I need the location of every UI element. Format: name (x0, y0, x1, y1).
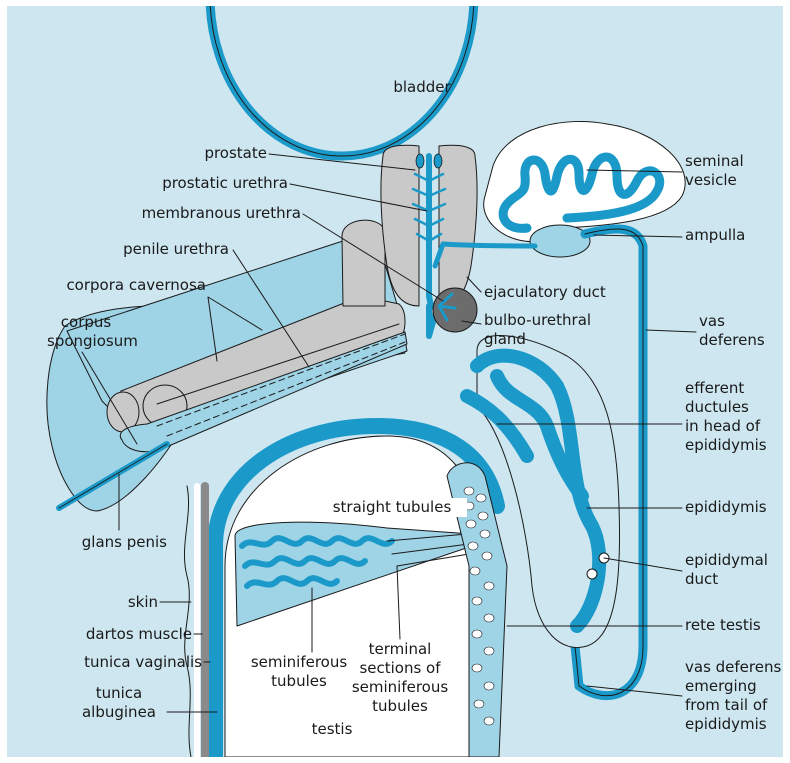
label-ampulla: ampulla (685, 226, 780, 245)
label-rete-testis: rete testis (685, 616, 780, 635)
label-epididymal-duct: epididymal duct (685, 551, 780, 589)
label-vas-deferens-emerging: vas deferens emerging from tail of epidi… (685, 658, 783, 734)
label-penile-urethra: penile urethra (107, 240, 229, 259)
label-bulbo-urethral-gland: bulbo-urethral gland (484, 311, 634, 349)
label-testis: testis (289, 720, 375, 739)
label-straight-tubules: straight tubules (317, 498, 467, 517)
label-tunica-albuginea: tunica albuginea (73, 684, 165, 722)
label-seminal-vesicle: seminal vesicle (685, 152, 780, 190)
diagram-frame: bladder prostate prostatic urethra membr… (7, 6, 783, 757)
label-dartos-muscle: dartos muscle (27, 625, 192, 644)
label-corpus-spongiosum: corpus spongiosum (47, 313, 125, 351)
label-epididymis: epididymis (685, 498, 780, 517)
label-corpora-cavernosa: corpora cavernosa (17, 276, 206, 295)
label-seminiferous-tubules: seminiferous tubules (247, 653, 351, 691)
label-prostate: prostate (157, 144, 267, 163)
corpora-cavernosa-upright (342, 220, 385, 306)
label-vas-deferens: vas deferens (699, 312, 779, 350)
label-prostatic-urethra: prostatic urethra (127, 174, 288, 193)
label-membranous-urethra: membranous urethra (107, 204, 301, 223)
label-efferent-ductules: efferent ductules in head of epididymis (685, 379, 780, 455)
label-terminal-sections: terminal sections of seminiferous tubule… (345, 640, 455, 716)
label-glans-penis: glans penis (37, 533, 167, 552)
label-skin: skin (67, 593, 158, 612)
label-tunica-vaginalis: tunica vaginalis (17, 653, 202, 672)
label-ejaculatory-duct: ejaculatory duct (484, 283, 644, 302)
label-bladder: bladder (370, 78, 474, 97)
ampulla-shape (530, 225, 590, 257)
skin-line (184, 486, 191, 757)
